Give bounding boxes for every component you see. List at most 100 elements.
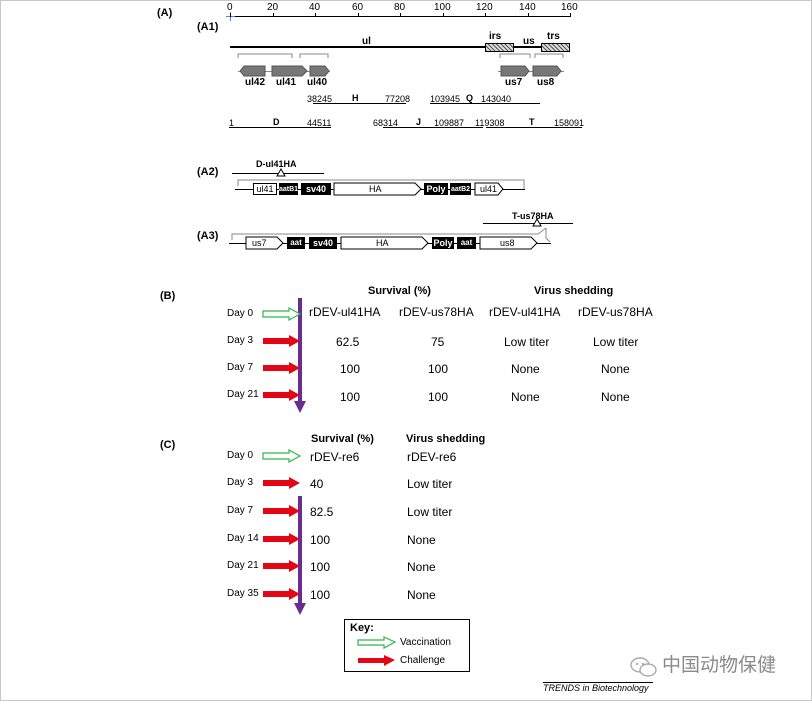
scale-tick-label: 100 [434, 2, 451, 13]
scale-tick-label: 140 [519, 2, 536, 13]
trs-region [541, 43, 570, 52]
b-r1-c0: 62.5 [336, 335, 360, 349]
key-vaccination-label: Vaccination [400, 637, 451, 648]
c-shedding-3: None [407, 533, 436, 547]
key-title: Key: [350, 622, 374, 634]
b-r0-c0: rDEV-ul41HA [309, 305, 381, 319]
a2-ul41-left: ul41 [253, 183, 277, 195]
c-shedding-4: None [407, 560, 436, 574]
scale-tick-label: 80 [394, 2, 406, 13]
scale-tick [273, 13, 274, 17]
b-r0-c1: rDEV-us78HA [399, 305, 474, 319]
ul-gene-arrows [240, 65, 330, 77]
panel-label-b: (B) [160, 290, 176, 302]
watermark: 中国动物保健 [662, 655, 777, 676]
c-day-21: Day 21 [227, 560, 259, 571]
b-r1-c1: 75 [431, 335, 445, 349]
b-r1-c2: Low titer [504, 335, 550, 349]
b-day-21: Day 21 [227, 389, 259, 400]
c-day-0: Day 0 [227, 450, 254, 461]
c-shedding-5: None [407, 588, 436, 602]
scale-tick [230, 13, 231, 17]
gene-ul40-label: ul40 [307, 77, 328, 88]
scale-tick-label: 0 [227, 2, 233, 13]
gene-ul41-label: ul41 [276, 77, 297, 88]
scale-tick [443, 13, 444, 17]
b-r1-c3: Low titer [593, 335, 639, 349]
credit-rule [543, 682, 653, 683]
c-day-7: Day 7 [227, 505, 254, 516]
b-r3-c0: 100 [340, 390, 361, 404]
b-r2-c2: None [511, 362, 540, 376]
b-r2-c1: 100 [428, 362, 449, 376]
a3-sv40: sv40 [309, 237, 337, 249]
a3-bracket [231, 227, 551, 243]
b-vaccination-arrow [262, 307, 302, 321]
b-day-7: Day 7 [227, 362, 254, 373]
c-shedding-2: Low titer [407, 505, 453, 519]
b-timeline-arrowhead [294, 401, 306, 413]
a2-ha-arrow [333, 182, 422, 196]
scale-tick-label: 40 [309, 2, 321, 13]
b-r3-c2: None [511, 390, 540, 404]
b-day-0: Day 0 [227, 308, 254, 319]
c-challenge-arrow-day14 [263, 533, 300, 545]
wechat-icon [630, 657, 657, 677]
fragment-q-start: 103945 [430, 94, 461, 104]
key-challenge-label: Challenge [400, 655, 446, 666]
c-survival-header: Survival (%) [311, 433, 374, 445]
b-challenge-arrow-day7 [263, 362, 300, 374]
c-challenge-arrow-day35 [263, 588, 300, 600]
fragment-j-end: 109887 [434, 118, 465, 128]
insertion-site-marker-2 [532, 218, 542, 227]
fragment-d-line [229, 127, 331, 128]
fragment-q-line [430, 103, 540, 104]
b-r3-c1: 100 [428, 390, 449, 404]
fragment-t-end: 158091 [554, 118, 585, 128]
a3-us8-label: us8 [500, 238, 515, 248]
fragment-h-label: H [352, 93, 359, 103]
panel-label-a1: (A1) [197, 21, 219, 33]
b-survival-header: Survival (%) [368, 285, 431, 297]
b-timeline [298, 298, 302, 404]
scale-tick [528, 13, 529, 17]
b-r2-c3: None [601, 362, 630, 376]
panel-label-a3: (A3) [197, 230, 219, 242]
scale-tick [570, 13, 571, 17]
a2-ul41-right-label: ul41 [480, 184, 498, 194]
gene-ul42-label: ul42 [245, 77, 266, 88]
scale-tick [358, 13, 359, 17]
fragment-j-label: J [416, 117, 422, 127]
c-survival-3: 100 [310, 533, 331, 547]
c-challenge-arrow-day21 [263, 560, 300, 572]
fragment-t-start: 119308 [475, 118, 505, 128]
a3-poly: Poly [432, 237, 454, 249]
c-survival-5: 100 [310, 588, 331, 602]
fragment-h-start: 38245 [307, 94, 333, 104]
a3-us7-arrow [245, 236, 284, 250]
gene-us7-label: us7 [505, 77, 523, 88]
a3-aat-left: aat [287, 237, 305, 249]
insertion-site-marker [276, 168, 286, 177]
fragment-t-line [486, 127, 582, 128]
a3-ha-arrow [340, 236, 429, 250]
scale-tick-label: 60 [352, 2, 364, 13]
a3-aat-right: aat [457, 237, 476, 249]
a2-poly: Poly [424, 183, 448, 195]
b-r0-c3: rDEV-us78HA [578, 305, 653, 319]
b-r0-c2: rDEV-ul41HA [489, 305, 561, 319]
b-shedding-header: Virus shedding [534, 285, 614, 297]
scale-tick [315, 13, 316, 17]
key-vaccination-arrow [357, 636, 397, 649]
c-challenge-arrow-day7 [263, 505, 300, 517]
b-challenge-arrow-day21 [263, 389, 300, 401]
construct-t-us78ha-label: T-us78HA [512, 211, 554, 221]
us-gene-arrows [500, 65, 562, 77]
region-irs-label: irs [489, 31, 502, 42]
scale-tick-label: 160 [561, 2, 578, 13]
panel-label-a: (A) [157, 7, 173, 19]
region-ul-label: ul [362, 36, 371, 47]
gene-us8-label: us8 [537, 77, 555, 88]
